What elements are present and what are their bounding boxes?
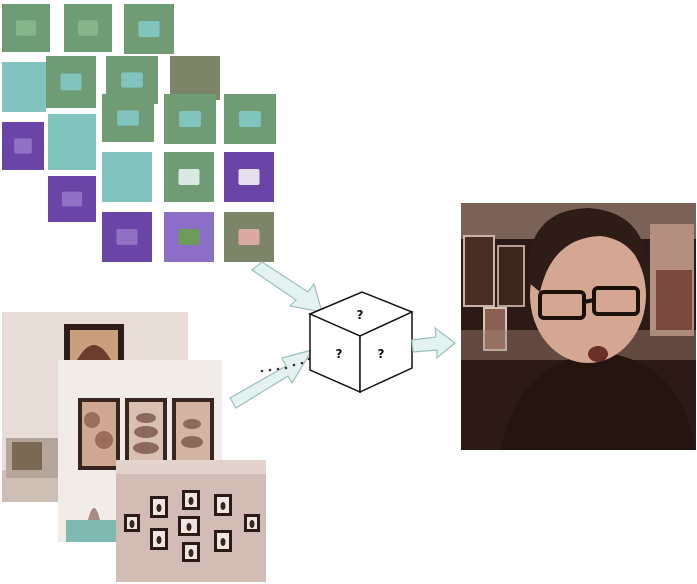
cube-top-mark: ? (357, 308, 364, 322)
gallery-frame (214, 494, 232, 516)
tile (102, 94, 154, 142)
room-photo-stack (2, 312, 266, 582)
person (500, 208, 696, 450)
tile (102, 152, 152, 202)
tile (164, 94, 216, 144)
tile (2, 4, 50, 52)
black-box-cube: ? ? ? (308, 291, 414, 394)
tile (224, 94, 276, 144)
tile (102, 212, 152, 262)
gallery-frame (178, 516, 200, 536)
tile (48, 114, 96, 170)
tile (2, 62, 46, 112)
tile (46, 56, 96, 108)
tile (224, 152, 274, 202)
cube-right-mark: ? (378, 347, 385, 361)
room-photo-gallery-wall (116, 460, 266, 582)
tile (164, 212, 214, 262)
arrow-photos-to-box (229, 349, 314, 409)
side-table (66, 520, 126, 542)
gallery-frame (150, 528, 168, 550)
synthetic-tile-mosaic (2, 4, 276, 262)
tile (170, 56, 220, 100)
gallery-frame (244, 514, 260, 532)
tile (2, 122, 44, 170)
tile (64, 4, 112, 52)
gallery-frame (182, 542, 200, 562)
gallery-frame (150, 496, 168, 518)
tile (164, 152, 214, 202)
arrow-tiles-to-box (250, 261, 323, 313)
tile (48, 176, 96, 222)
gallery-frame (124, 514, 140, 532)
gallery-frame (182, 490, 200, 510)
output-portrait-photo (461, 203, 696, 450)
cube-left-mark: ? (336, 347, 343, 361)
gallery-frame (214, 530, 232, 552)
arrow-box-to-output (411, 326, 456, 360)
tile (224, 212, 274, 262)
tile (124, 4, 174, 54)
